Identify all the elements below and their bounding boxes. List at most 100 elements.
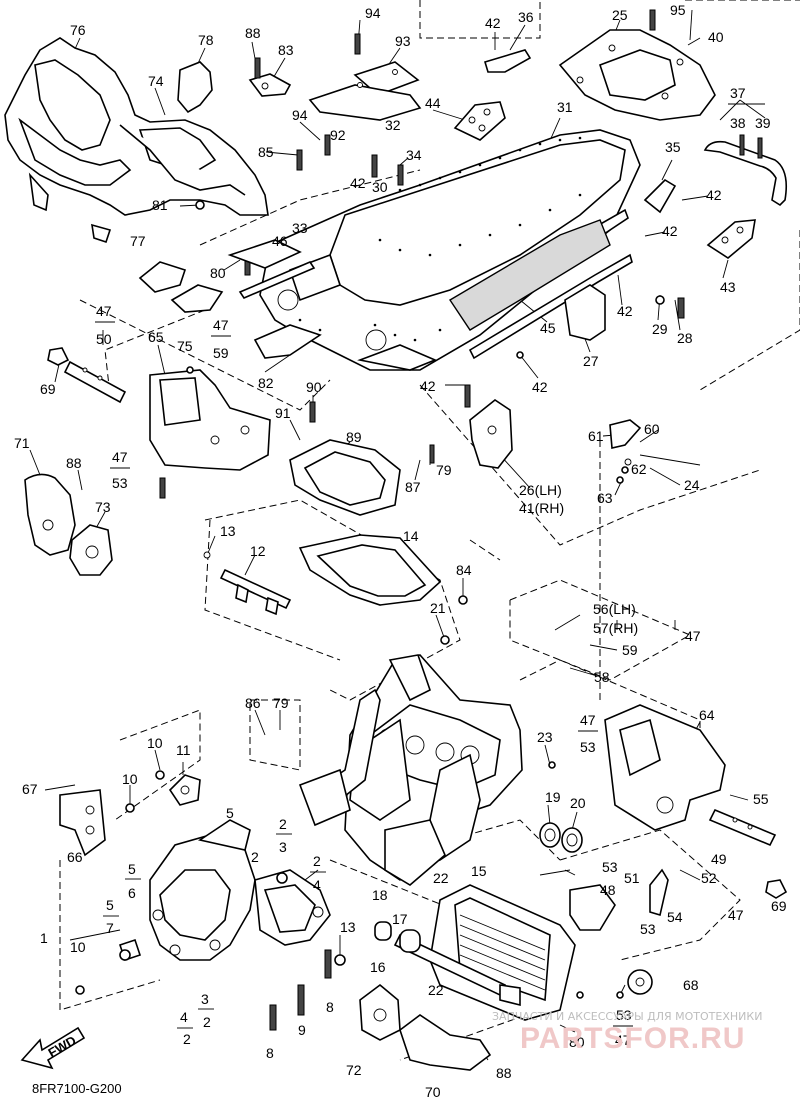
cover-71 xyxy=(24,473,76,556)
callout: 94 xyxy=(292,107,308,123)
callout: 42 xyxy=(706,187,722,203)
callout: 92 xyxy=(330,127,346,143)
callout: 15 xyxy=(471,863,487,879)
callout: 16 xyxy=(370,959,386,975)
callout: 5 xyxy=(128,861,136,877)
callout: 80 xyxy=(210,265,226,281)
nut-69b xyxy=(765,879,788,899)
callout: 38 xyxy=(730,115,746,131)
callout: 2 xyxy=(279,816,287,832)
callout: 46 xyxy=(272,233,288,249)
callout: 4 xyxy=(180,1009,188,1025)
callout: 71 xyxy=(14,435,30,451)
bracket-54 xyxy=(649,868,669,917)
callout: 49 xyxy=(711,851,727,867)
watermark-tagline: ЗАПЧАСТИ И АКСЕССУАРЫ ДЛЯ МОТОТЕХНИКИ xyxy=(492,1010,762,1023)
callout: 80 xyxy=(569,1034,585,1050)
callout: 10 xyxy=(122,771,138,787)
callout: 75 xyxy=(177,338,193,354)
diagram-code: 8FR7100-G200 xyxy=(32,1081,122,1096)
callout: 53 xyxy=(580,739,596,755)
callout: 31 xyxy=(557,99,573,115)
front-frame-cradle xyxy=(344,654,523,886)
callout: 83 xyxy=(278,42,294,58)
step-plate-43 xyxy=(706,219,756,259)
rear-bracket-25 xyxy=(558,29,716,121)
callout: 4 xyxy=(313,877,321,893)
callout: 76 xyxy=(70,22,86,38)
callout: 42 xyxy=(350,175,366,191)
bearings-19-20 xyxy=(539,822,583,853)
callout: 25 xyxy=(612,7,628,23)
callout: 85 xyxy=(258,144,274,160)
callout: 84 xyxy=(456,562,472,578)
callout: 42 xyxy=(485,15,501,31)
callout: 21 xyxy=(430,600,446,616)
callout: 13 xyxy=(340,919,356,935)
callout: 20 xyxy=(570,795,586,811)
callout: 59 xyxy=(622,642,638,658)
callout: 28 xyxy=(677,330,693,346)
callout: 47 xyxy=(615,1032,631,1048)
callout: 5 xyxy=(106,897,114,913)
callout: 1 xyxy=(40,930,48,946)
callout: 66 xyxy=(67,849,83,865)
grab-bar-37 xyxy=(703,134,788,207)
callout: 69 xyxy=(40,381,56,397)
cover-72 xyxy=(359,983,401,1041)
callout: 62 xyxy=(631,461,647,477)
cover-73 xyxy=(69,524,113,576)
callout: 47 xyxy=(728,907,744,923)
callout: 2 xyxy=(313,853,321,869)
callout: 42 xyxy=(617,303,633,319)
callout: 27 xyxy=(583,353,599,369)
callout: 19 xyxy=(545,789,561,805)
callout: 37 xyxy=(730,85,746,101)
rod-50 xyxy=(63,360,127,404)
callout: 22 xyxy=(433,870,449,886)
callout: 47 xyxy=(580,712,596,728)
callout: 42 xyxy=(532,379,548,395)
callout: 88 xyxy=(245,25,261,41)
callout: 50 xyxy=(96,331,112,347)
callout: 53 xyxy=(640,921,656,937)
bracket-11 xyxy=(168,774,201,806)
callout-bars xyxy=(95,103,765,1029)
cover-70 xyxy=(399,1014,492,1071)
callout: 7 xyxy=(106,920,114,936)
pan-89 xyxy=(289,439,401,516)
bracket-35 xyxy=(643,178,677,214)
callout: 64 xyxy=(699,707,715,723)
callout: 53 xyxy=(616,1007,632,1023)
callout: 3 xyxy=(279,839,287,855)
rod-49 xyxy=(708,808,777,847)
callout: 53 xyxy=(112,475,128,491)
callout: 8 xyxy=(326,999,334,1015)
callout: 14 xyxy=(403,528,419,544)
callout: 39 xyxy=(755,115,771,131)
callout: 44 xyxy=(425,95,441,111)
callout: 77 xyxy=(130,233,146,249)
callout: 70 xyxy=(425,1084,441,1100)
callout: 24 xyxy=(684,477,700,493)
callout: 47 xyxy=(112,449,128,465)
callout: 42 xyxy=(662,223,678,239)
callout: 82 xyxy=(258,375,274,391)
main-tunnel-frame xyxy=(227,129,641,371)
bracket-36 xyxy=(484,49,532,73)
callout: 67 xyxy=(22,781,38,797)
callout: 2 xyxy=(251,849,259,865)
running-board-45 xyxy=(449,208,633,360)
pan-14 xyxy=(298,534,442,606)
tie-bar xyxy=(298,688,381,827)
callout: 88 xyxy=(66,455,82,471)
bracket-51 xyxy=(569,884,616,931)
callout: 18 xyxy=(372,887,388,903)
callout: 48 xyxy=(600,882,616,898)
callout: 69 xyxy=(771,898,787,914)
bracket-66 xyxy=(59,789,106,857)
callout: 41(RH) xyxy=(519,500,564,516)
callout: 60 xyxy=(644,421,660,437)
bracket-26-41 xyxy=(469,399,513,469)
callout: 22 xyxy=(428,982,444,998)
